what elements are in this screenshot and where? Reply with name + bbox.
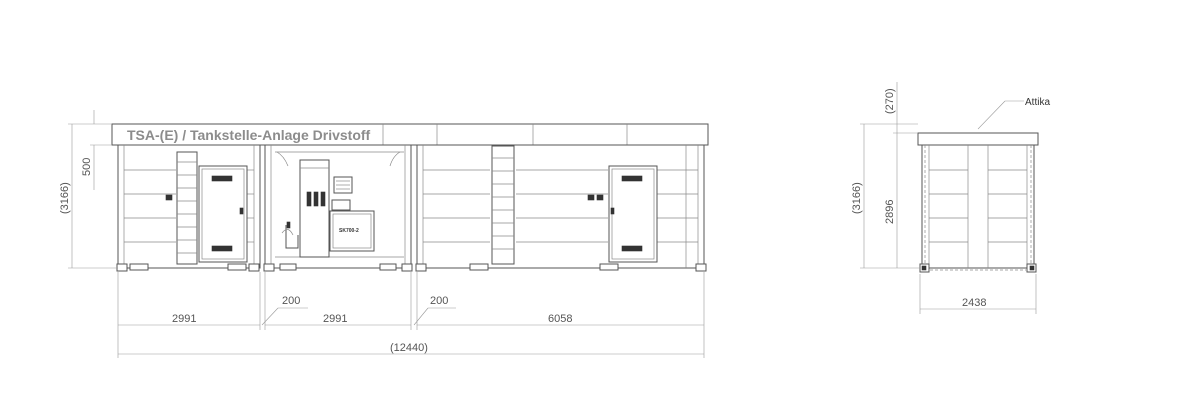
dispenser-label: SK700-2 — [339, 228, 359, 234]
left-panels — [124, 169, 254, 243]
side-vertical-dims — [860, 82, 920, 269]
front-elevation: TSA-(E) / Tankstelle-Anlage Drivstoff — [59, 110, 709, 358]
attika-callout-leader — [977, 100, 1024, 130]
dim-gap1: 200 — [282, 295, 300, 307]
container-middle — [264, 144, 412, 269]
right-panels — [423, 145, 698, 268]
front-horizontal-dims — [117, 272, 705, 358]
dim-side-width: 2438 — [962, 297, 986, 309]
dim-side-body: 2896 — [884, 200, 896, 224]
dim-seg1: 2991 — [172, 313, 196, 325]
side-horizontal-dim — [919, 274, 1037, 314]
ladder-right — [491, 145, 515, 265]
dim-gap2: 200 — [430, 295, 448, 307]
title-banner: TSA-(E) / Tankstelle-Anlage Drivstoff — [127, 127, 371, 143]
dim-total-width: (12440) — [390, 342, 428, 354]
side-body — [921, 144, 1035, 269]
ladder-left — [176, 151, 198, 265]
dim-seg3: 6058 — [548, 313, 572, 325]
container-right — [416, 144, 705, 269]
front-vertical-dims — [68, 110, 118, 269]
dispenser-room: SK700-2 — [275, 151, 404, 258]
dim-front-attika: 500 — [81, 158, 93, 176]
side-elevation: Attika (3166) (270) 2896 2438 — [851, 82, 1050, 314]
skids-front — [116, 263, 707, 272]
side-attika — [917, 132, 1039, 146]
dim-seg2: 2991 — [323, 313, 347, 325]
callout-attika: Attika — [1025, 97, 1050, 108]
dim-side-attika: (270) — [884, 88, 896, 114]
door-right — [608, 165, 658, 263]
container-left — [117, 144, 261, 269]
dim-side-height-total: (3166) — [851, 182, 863, 214]
dim-front-height-total: (3166) — [59, 182, 71, 214]
door-left — [198, 165, 248, 263]
